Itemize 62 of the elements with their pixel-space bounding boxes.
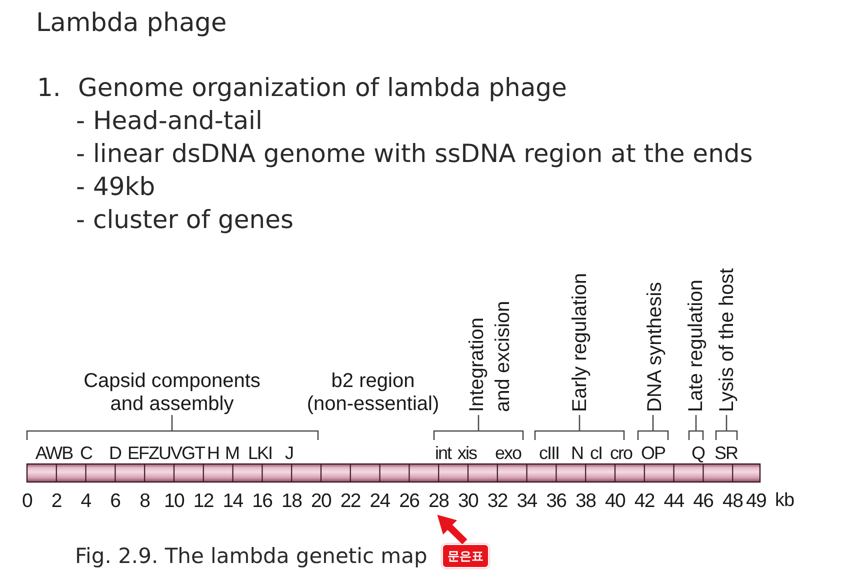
- gene-label: Q: [692, 443, 704, 463]
- function-label: Integration and excision: [465, 300, 515, 412]
- scale-label: 10: [164, 490, 184, 512]
- gene-label: cIII: [539, 443, 559, 463]
- scale-label: 18: [282, 490, 302, 512]
- scale-label: 40: [604, 490, 626, 512]
- list-heading: Genome organization of lambda phage: [78, 72, 567, 102]
- gene-label: LKI: [248, 443, 272, 463]
- scale-label: 38: [576, 490, 596, 512]
- gene-label: J: [285, 443, 293, 463]
- function-label: Lysis of the host: [716, 268, 738, 412]
- function-label: DNA synthesis: [644, 282, 666, 412]
- scale-label: 22: [340, 490, 360, 512]
- gene-label: D: [109, 443, 121, 463]
- scale-label: 46: [693, 490, 714, 512]
- list-number: 1.: [37, 72, 61, 102]
- gene-label: M: [225, 443, 239, 463]
- scale-label: 30: [458, 490, 478, 512]
- gene-label: SR: [714, 443, 738, 463]
- scale-label: 4: [80, 490, 91, 512]
- scale-label: 12: [193, 490, 214, 512]
- gene-label: EFZUVGT: [128, 443, 204, 463]
- unit-label: kb: [775, 490, 794, 512]
- scale-label: 44: [664, 490, 684, 512]
- scale-label: 49: [746, 490, 766, 512]
- scale-label: 28: [428, 490, 450, 512]
- gene-label: N: [571, 443, 583, 463]
- gene-label: xis: [458, 443, 476, 463]
- gene-label: exo: [494, 443, 522, 463]
- note-badge: 문은표: [442, 544, 489, 568]
- bullet-item: - linear dsDNA genome with ssDNA region at the ends: [76, 138, 753, 168]
- function-label: Late regulation: [685, 280, 707, 412]
- bullet-item: - Head-and-tail: [76, 106, 262, 136]
- function-label: Capsid components and assembly: [82, 370, 262, 416]
- scale-label: 14: [222, 490, 243, 512]
- scale-label: 26: [399, 490, 420, 512]
- scale-label: 36: [546, 490, 566, 512]
- gene-label: int: [435, 443, 451, 463]
- scale-label: 2: [51, 490, 62, 512]
- scale-label: 8: [140, 490, 150, 512]
- gene-label: C: [80, 443, 92, 463]
- gene-label: OP: [641, 443, 665, 463]
- slide-title: Lambda phage: [36, 8, 227, 38]
- scale-label: 16: [252, 490, 272, 512]
- gene-label: AWB: [35, 443, 73, 463]
- scale-label: 34: [516, 490, 537, 512]
- gene-label: cro: [610, 443, 632, 463]
- figure-caption: Fig. 2.9. The lambda genetic map: [75, 543, 428, 569]
- scale-label: 24: [370, 490, 390, 512]
- scale-label: 42: [634, 490, 654, 512]
- scale-label: 48: [722, 490, 743, 512]
- scale-label: 6: [110, 490, 120, 512]
- bullet-item: - cluster of genes: [76, 204, 294, 234]
- bullet-item: - 49kb: [76, 172, 156, 202]
- scale-label: 32: [487, 490, 508, 512]
- function-label: Early regulation: [569, 273, 591, 412]
- gene-label: H: [207, 443, 219, 463]
- pointer-arrow: [437, 514, 468, 544]
- scale-label: 0: [22, 490, 32, 512]
- gene-label: cI: [590, 443, 602, 463]
- scale-label: 20: [310, 490, 332, 512]
- function-label: b2 region (non-essential): [306, 370, 440, 416]
